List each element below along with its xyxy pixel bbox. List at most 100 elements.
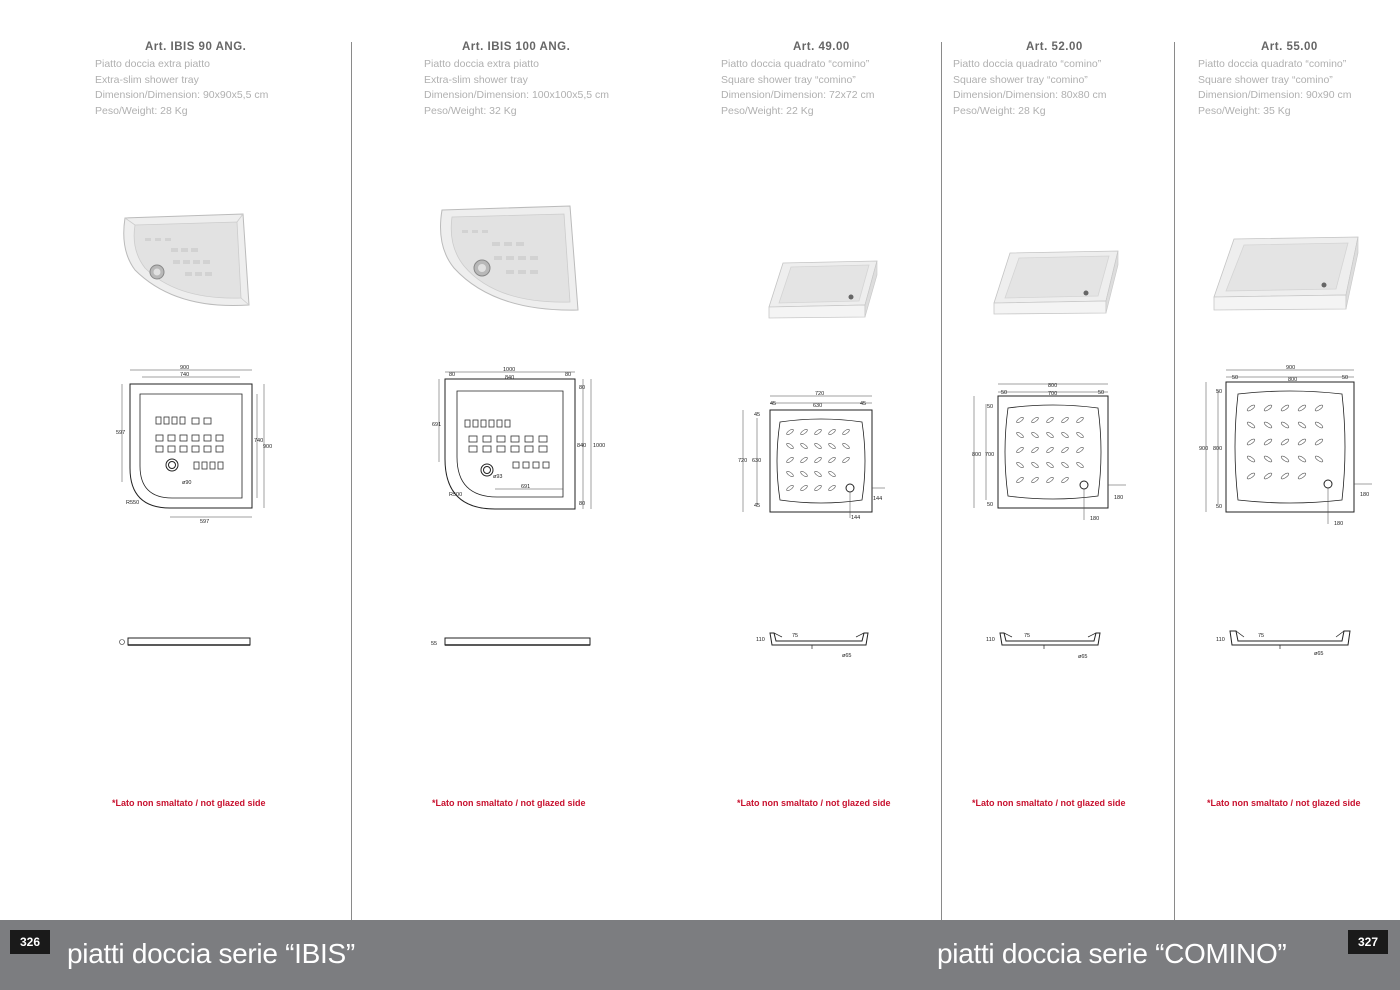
dim-label: 55	[431, 641, 437, 647]
dim-label: 597	[200, 519, 209, 525]
dim-label: 720	[738, 458, 747, 464]
not-glazed-note: *Lato non smaltato / not glazed side	[972, 798, 1126, 808]
desc-line: Piatto doccia extra piatto	[424, 58, 539, 70]
desc-line: Peso/Weight: 28 Kg	[953, 104, 1046, 117]
series-title-left: piatti doccia serie “IBIS”	[67, 938, 355, 969]
desc-line: Dimension/Dimension: 90x90 cm	[1198, 89, 1352, 101]
desc-line: Square shower tray “comino”	[1198, 73, 1333, 86]
section-profile: 110 75 ø65	[1216, 630, 1351, 657]
desc-line: Dimension/Dimension: 72x72 cm	[721, 89, 875, 101]
dim-label: 110	[756, 637, 765, 643]
dim-label: R550	[126, 500, 139, 506]
dim-label: 80	[579, 501, 585, 507]
desc-line: Peso/Weight: 28 Kg	[95, 104, 188, 117]
product-description: Piatto doccia quadrato “comino” Square s…	[1198, 57, 1351, 119]
dim-label: 50	[987, 502, 993, 508]
section-profile: 55	[431, 637, 591, 647]
section-profile	[119, 637, 251, 646]
product-photo	[440, 205, 579, 311]
not-glazed-note: *Lato non smaltato / not glazed side	[112, 798, 266, 808]
dim-label: 80	[565, 372, 571, 378]
technical-plan: 800 50 700 50 800 700 50 50 180 180	[972, 383, 1126, 522]
dim-label: 50	[987, 404, 993, 410]
series-title-right: piatti doccia serie “COMINO”	[937, 938, 1287, 969]
desc-line: Peso/Weight: 22 Kg	[721, 104, 814, 117]
dim-label: ø65	[1078, 654, 1087, 660]
page-number-right: 327	[1348, 930, 1388, 954]
dim-label: 180	[1090, 516, 1099, 522]
dim-label: 900	[180, 365, 189, 371]
dim-label: 50	[1232, 375, 1238, 381]
desc-line: Peso/Weight: 35 Kg	[1198, 104, 1291, 117]
dim-label: 50	[1342, 375, 1348, 381]
product-description: Piatto doccia extra piatto Extra-slim sh…	[95, 57, 268, 119]
dim-label: 740	[254, 438, 263, 444]
dim-label: 50	[1001, 390, 1007, 396]
dim-label: 800	[1288, 377, 1297, 383]
section-profile: 110 75 ø65	[756, 632, 869, 659]
desc-line: Extra-slim shower tray	[424, 73, 528, 86]
dim-label: 110	[986, 637, 995, 643]
dim-label: 45	[754, 412, 760, 418]
dim-label: 700	[985, 452, 994, 458]
page-number-left: 326	[10, 930, 50, 954]
product-photo	[993, 250, 1119, 315]
dim-label: 597	[116, 430, 125, 436]
dim-label: 110	[1216, 637, 1225, 643]
dim-label: 800	[1048, 383, 1057, 389]
dim-label: 45	[770, 401, 776, 407]
column-divider	[1174, 42, 1175, 920]
dim-label: 1000	[593, 443, 605, 449]
dim-label: 50	[1098, 390, 1104, 396]
section-profile: 110 75 ø65	[986, 632, 1101, 660]
product-photo	[123, 213, 250, 307]
desc-line: Peso/Weight: 32 Kg	[424, 104, 517, 117]
desc-line: Extra-slim shower tray	[95, 73, 199, 86]
desc-line: Square shower tray “comino”	[721, 73, 856, 86]
not-glazed-note: *Lato non smaltato / not glazed side	[737, 798, 891, 808]
dim-label: 75	[1024, 633, 1030, 639]
column-divider	[941, 42, 942, 920]
desc-line: Piatto doccia extra piatto	[95, 58, 210, 70]
desc-line: Square shower tray “comino”	[953, 73, 1088, 86]
desc-line: Dimension/Dimension: 100x100x5,5 cm	[424, 89, 610, 101]
dim-label: 50	[1216, 389, 1222, 395]
dim-label: 691	[432, 422, 441, 428]
dim-label: 144	[851, 515, 860, 521]
dim-label: 720	[815, 391, 824, 397]
product-photo	[768, 260, 878, 319]
dim-label: 75	[1258, 633, 1264, 639]
product-title: Art. 52.00	[1026, 41, 1083, 53]
technical-plan: 900 740 597 740 900 ø90 R550 597	[116, 365, 272, 525]
desc-line: Dimension/Dimension: 90x90x5,5 cm	[95, 89, 269, 101]
dim-label: 800	[972, 452, 981, 458]
dim-label: 80	[449, 372, 455, 378]
dim-label: 800	[1213, 446, 1222, 452]
dim-label: 45	[754, 503, 760, 509]
dim-label: 80	[579, 385, 585, 391]
dim-label: 1000	[503, 367, 515, 373]
dim-label: ø65	[1314, 651, 1323, 657]
dim-label: 180	[1334, 521, 1343, 527]
desc-line: Piatto doccia quadrato “comino”	[721, 58, 870, 70]
dim-label: ø93	[493, 474, 502, 480]
product-photo	[1213, 236, 1359, 311]
dim-label: 75	[792, 633, 798, 639]
dim-label: 740	[180, 372, 189, 378]
footer-bar	[0, 920, 1400, 990]
dim-label: 50	[1216, 504, 1222, 510]
not-glazed-note: *Lato non smaltato / not glazed side	[1207, 798, 1361, 808]
dim-label: 691	[521, 484, 530, 490]
dim-label: 45	[860, 401, 866, 407]
dim-label: ø90	[182, 480, 191, 486]
dim-label: 840	[505, 375, 514, 381]
desc-line: Dimension/Dimension: 80x80 cm	[953, 89, 1107, 101]
dim-label: 144	[873, 496, 882, 502]
not-glazed-note: *Lato non smaltato / not glazed side	[432, 798, 586, 808]
dim-label: 180	[1360, 492, 1369, 498]
technical-plan: 900 50 800 50 900 800 50 50 180 180	[1199, 365, 1372, 527]
product-description: Piatto doccia quadrato “comino” Square s…	[953, 57, 1106, 119]
product-title: Art. IBIS 100 ANG.	[462, 41, 571, 53]
dim-label: 180	[1114, 495, 1123, 501]
dim-label: 900	[1199, 446, 1208, 452]
